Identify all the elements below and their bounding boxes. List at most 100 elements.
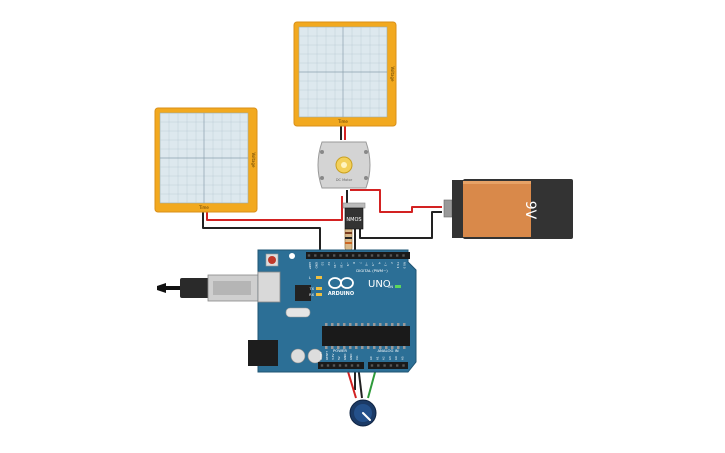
dc-motor[interactable]: DC Motor — [317, 141, 371, 189]
analog-pin-label: A4 — [394, 356, 398, 360]
chip-pin — [373, 323, 376, 326]
digital-pin-label: RX 0 — [403, 262, 407, 269]
chip-pin — [385, 346, 388, 349]
scope-top-side-label: Voltage — [390, 66, 395, 82]
header-hole[interactable] — [307, 254, 311, 257]
usb-port — [257, 271, 281, 303]
chip-pin — [385, 323, 388, 326]
mosfet[interactable]: NMOS — [342, 202, 366, 230]
chip-pin — [379, 346, 382, 349]
analog-label: ANALOG IN — [377, 348, 398, 353]
analog-header — [368, 362, 408, 369]
chip-pin — [337, 323, 340, 326]
power-jack — [248, 340, 278, 366]
digital-pin-label: 12 — [327, 262, 331, 266]
header-hole[interactable] — [402, 364, 405, 367]
header-hole[interactable] — [358, 254, 361, 257]
power-pin-label: GND — [343, 354, 347, 360]
header-hole[interactable] — [389, 364, 393, 367]
chip-pin — [331, 346, 334, 349]
led-tx-label: TX — [308, 287, 314, 291]
scope-left-bottom-label: Time — [198, 205, 209, 210]
chip-pin — [361, 346, 364, 349]
arduino-logo-icon — [328, 277, 354, 289]
digital-pin-label: AREF — [308, 262, 312, 270]
header-hole[interactable] — [320, 254, 323, 257]
chip-pin — [355, 346, 358, 349]
chip-pins — [325, 323, 406, 349]
usb-cable[interactable] — [157, 274, 264, 302]
potentiometer[interactable] — [349, 399, 377, 427]
power-pin-label: 5V — [337, 356, 341, 360]
header-hole[interactable] — [356, 364, 360, 367]
chip-pin — [349, 346, 352, 349]
motor-label: DC Motor — [336, 178, 353, 182]
header-hole[interactable] — [338, 364, 342, 367]
header-hole[interactable] — [333, 254, 336, 257]
digital-pin-label: ~9 — [346, 262, 350, 266]
scope-grid-left — [160, 113, 248, 203]
wire-left-scope-black[interactable] — [202, 212, 321, 256]
digital-pin-label: ~5 — [371, 262, 375, 266]
header-hole[interactable] — [396, 254, 399, 257]
header-hole[interactable] — [377, 254, 380, 257]
mosfet-label: NMOS — [346, 217, 361, 223]
header-hole[interactable] — [326, 254, 330, 257]
header-hole[interactable] — [326, 364, 330, 367]
digital-pin-label: ~6 — [365, 262, 369, 266]
arduino-model: UNO — [368, 279, 391, 290]
chip-pin — [367, 323, 370, 326]
header-hole[interactable] — [370, 364, 374, 367]
wire-motor-battery-red[interactable] — [350, 189, 442, 213]
resistor[interactable] — [344, 227, 353, 251]
chip-pin — [361, 323, 364, 326]
oscilloscope-left[interactable]: Voltage Time — [154, 107, 258, 213]
battery-label: 9V — [522, 201, 538, 220]
chip-pin — [355, 323, 358, 326]
usb-cable-end-icon — [157, 283, 166, 293]
header-hole[interactable] — [396, 364, 399, 367]
analog-pin-label: A5 — [401, 356, 405, 360]
chip-pin — [403, 323, 406, 326]
header-hole[interactable] — [389, 254, 393, 257]
chip-pin — [325, 323, 328, 326]
header-hole[interactable] — [314, 254, 317, 257]
header-hole[interactable] — [345, 254, 348, 257]
digital-pin-label: 4 — [377, 262, 381, 264]
scope-top-bottom-label: Time — [337, 119, 348, 124]
battery-9v[interactable]: 9V — [443, 179, 573, 239]
led-rx-label: RX — [309, 293, 314, 297]
digital-pin-label: TX 1 — [396, 261, 400, 269]
chip-pin — [367, 346, 370, 349]
header-hole[interactable] — [332, 364, 336, 367]
header-hole[interactable] — [370, 254, 374, 257]
power-pin-label: GND — [349, 354, 353, 360]
header-hole[interactable] — [344, 364, 348, 367]
chip-pin — [379, 323, 382, 326]
led-l-label: L — [309, 276, 311, 280]
header-hole[interactable] — [383, 364, 386, 367]
header-hole[interactable] — [320, 364, 324, 367]
header-hole[interactable] — [339, 254, 342, 257]
header-hole[interactable] — [350, 364, 354, 367]
digital-header — [306, 252, 410, 259]
header-hole[interactable] — [351, 254, 355, 257]
analog-pin-label: A0 — [369, 356, 373, 360]
header-hole[interactable] — [402, 254, 405, 257]
power-pin-label: Vin — [355, 355, 359, 360]
header-hole[interactable] — [383, 254, 386, 257]
digital-pin-label: 13 — [321, 262, 325, 266]
header-hole[interactable] — [377, 364, 380, 367]
wire-left-scope-red[interactable] — [206, 196, 343, 221]
power-pin-label: IOREF — [319, 351, 323, 360]
digital-pin-label: ~10 — [340, 262, 344, 268]
wire-battery-mosfet-black[interactable] — [359, 211, 442, 239]
digital-pin-label: 7 — [358, 262, 362, 264]
scope-left-side-label: Voltage — [251, 152, 256, 168]
header-hole[interactable] — [364, 254, 367, 257]
oscilloscope-top[interactable]: Voltage Time — [293, 21, 397, 127]
reset-button[interactable] — [265, 253, 279, 267]
